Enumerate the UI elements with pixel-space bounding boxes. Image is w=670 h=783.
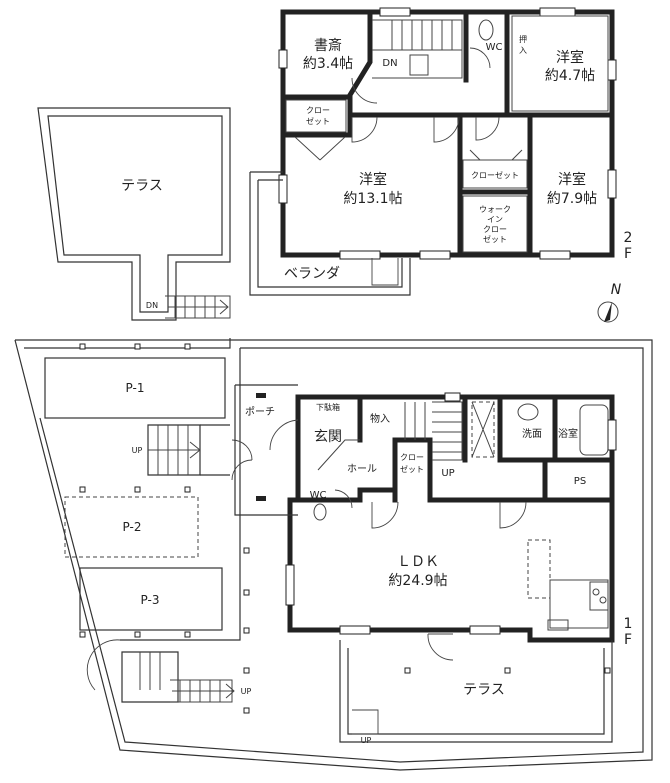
western-a-name: 洋室 xyxy=(556,49,584,66)
first-floor-labels: ポーチ 下駄箱 玄関 物入 ホール クロー ゼット WC UP 洗面 浴室 PS… xyxy=(245,402,632,648)
western-main-area: 約13.1帖 xyxy=(343,191,402,207)
walkin-label-3: クロー xyxy=(483,225,507,234)
wc-label-1f: WC xyxy=(310,490,327,501)
closet-small-label-1: クロー xyxy=(306,106,330,115)
floor1-mark-letter: F xyxy=(624,632,632,648)
study-name: 書斎 xyxy=(314,37,342,54)
ldk-name: ＬＤＫ xyxy=(397,554,439,570)
site-posts xyxy=(79,343,611,714)
washroom-label: 洗面 xyxy=(522,428,542,440)
hall-label: ホール xyxy=(347,463,377,475)
oshiire-label-2: 入 xyxy=(519,46,527,55)
second-floor xyxy=(249,7,617,296)
western-b-name: 洋室 xyxy=(558,171,586,188)
floor1-mark-number: 1 xyxy=(624,616,633,632)
floor2-mark-letter: F xyxy=(624,246,632,262)
stair-2f xyxy=(372,19,463,79)
walkin-label-2: イン xyxy=(487,215,503,224)
bath-label: 浴室 xyxy=(558,427,578,440)
floor2-mark-number: 2 xyxy=(624,230,633,246)
front-stair: UP xyxy=(86,639,252,703)
terrace-up: UP xyxy=(361,736,372,745)
genkan-label: 玄関 xyxy=(314,428,342,445)
closet-label-2: ゼット xyxy=(400,464,424,474)
terrace-1f-label: テラス xyxy=(463,682,505,698)
parking-2-label: P-2 xyxy=(123,520,142,534)
stair-dn-label: DN xyxy=(382,58,397,69)
ps-label: PS xyxy=(574,476,586,487)
western-a-area: 約4.7帖 xyxy=(545,68,595,84)
compass-label: N xyxy=(611,282,622,298)
parking: P-1 P-2 P-3 xyxy=(44,357,226,631)
outer-terrace: テラス DN xyxy=(37,107,231,321)
parking-3-label: P-3 xyxy=(141,593,160,607)
study-area: 約3.4帖 xyxy=(303,56,353,72)
walkin-label-1: ウォーク xyxy=(479,205,511,214)
wc-label-2f: WC xyxy=(486,42,503,53)
left-stair: UP xyxy=(132,424,253,481)
outer-terrace-label: テラス xyxy=(121,178,163,194)
closet-small-label-2: ゼット xyxy=(306,116,330,126)
veranda-label: ベランダ xyxy=(284,266,340,282)
terrace-1f: テラス UP xyxy=(339,640,613,745)
oshiire-label-1: 押 xyxy=(519,34,527,44)
front-stair-up: UP xyxy=(241,687,252,696)
site-boundary xyxy=(14,338,653,771)
shoebox-label: 下駄箱 xyxy=(316,402,340,412)
western-main-name: 洋室 xyxy=(359,171,387,188)
second-floor-labels: 書斎 約3.4帖 クロー ゼット DN WC 押 入 洋室 約4.7帖 洋室 約… xyxy=(284,34,632,282)
north-compass: N xyxy=(597,282,622,323)
closet-b-label: クローゼット xyxy=(471,170,519,180)
western-b-area: 約7.9帖 xyxy=(547,191,597,207)
first-floor xyxy=(234,384,617,661)
left-stair-up: UP xyxy=(132,446,143,455)
closet-label-1: クロー xyxy=(400,453,424,462)
stair-up-label: UP xyxy=(441,468,454,479)
storage-label: 物入 xyxy=(370,412,390,425)
ldk-area: 約24.9帖 xyxy=(388,573,447,589)
parking-1-label: P-1 xyxy=(126,381,145,395)
porch-label: ポーチ xyxy=(245,406,275,418)
walkin-label-4: ゼット xyxy=(483,234,507,244)
outer-terrace-dn: DN xyxy=(146,301,158,310)
